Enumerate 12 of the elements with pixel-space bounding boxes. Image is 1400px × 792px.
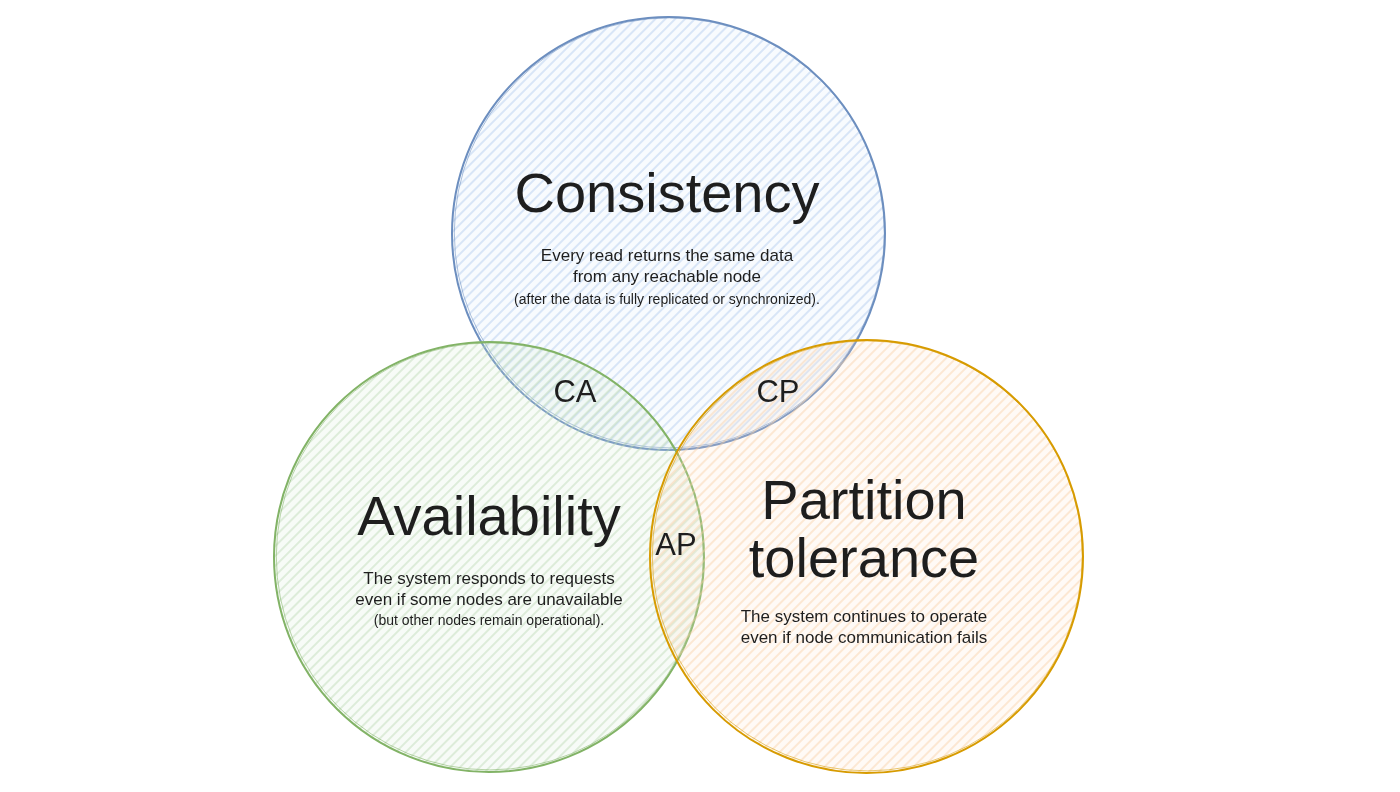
set-title: Partition tolerance [747,471,981,587]
intersection-label: CP [756,374,800,410]
set-title: Availability [357,487,621,545]
set-title: Consistency [514,164,820,222]
set-description: Every read returns the same data from any reachable node [539,245,795,287]
intersection-label: AP [655,527,697,563]
set-note: (after the data is fully replicated or synchronized). [514,290,820,308]
set-description: The system responds to requests even if some nodes are unavailable [354,568,624,610]
set-note: (but other nodes remain operational). [373,611,605,629]
intersection-label: CA [553,374,597,410]
set-description: The system continues to operate even if node communication fails [739,606,989,648]
venn-circle [648,338,1085,775]
